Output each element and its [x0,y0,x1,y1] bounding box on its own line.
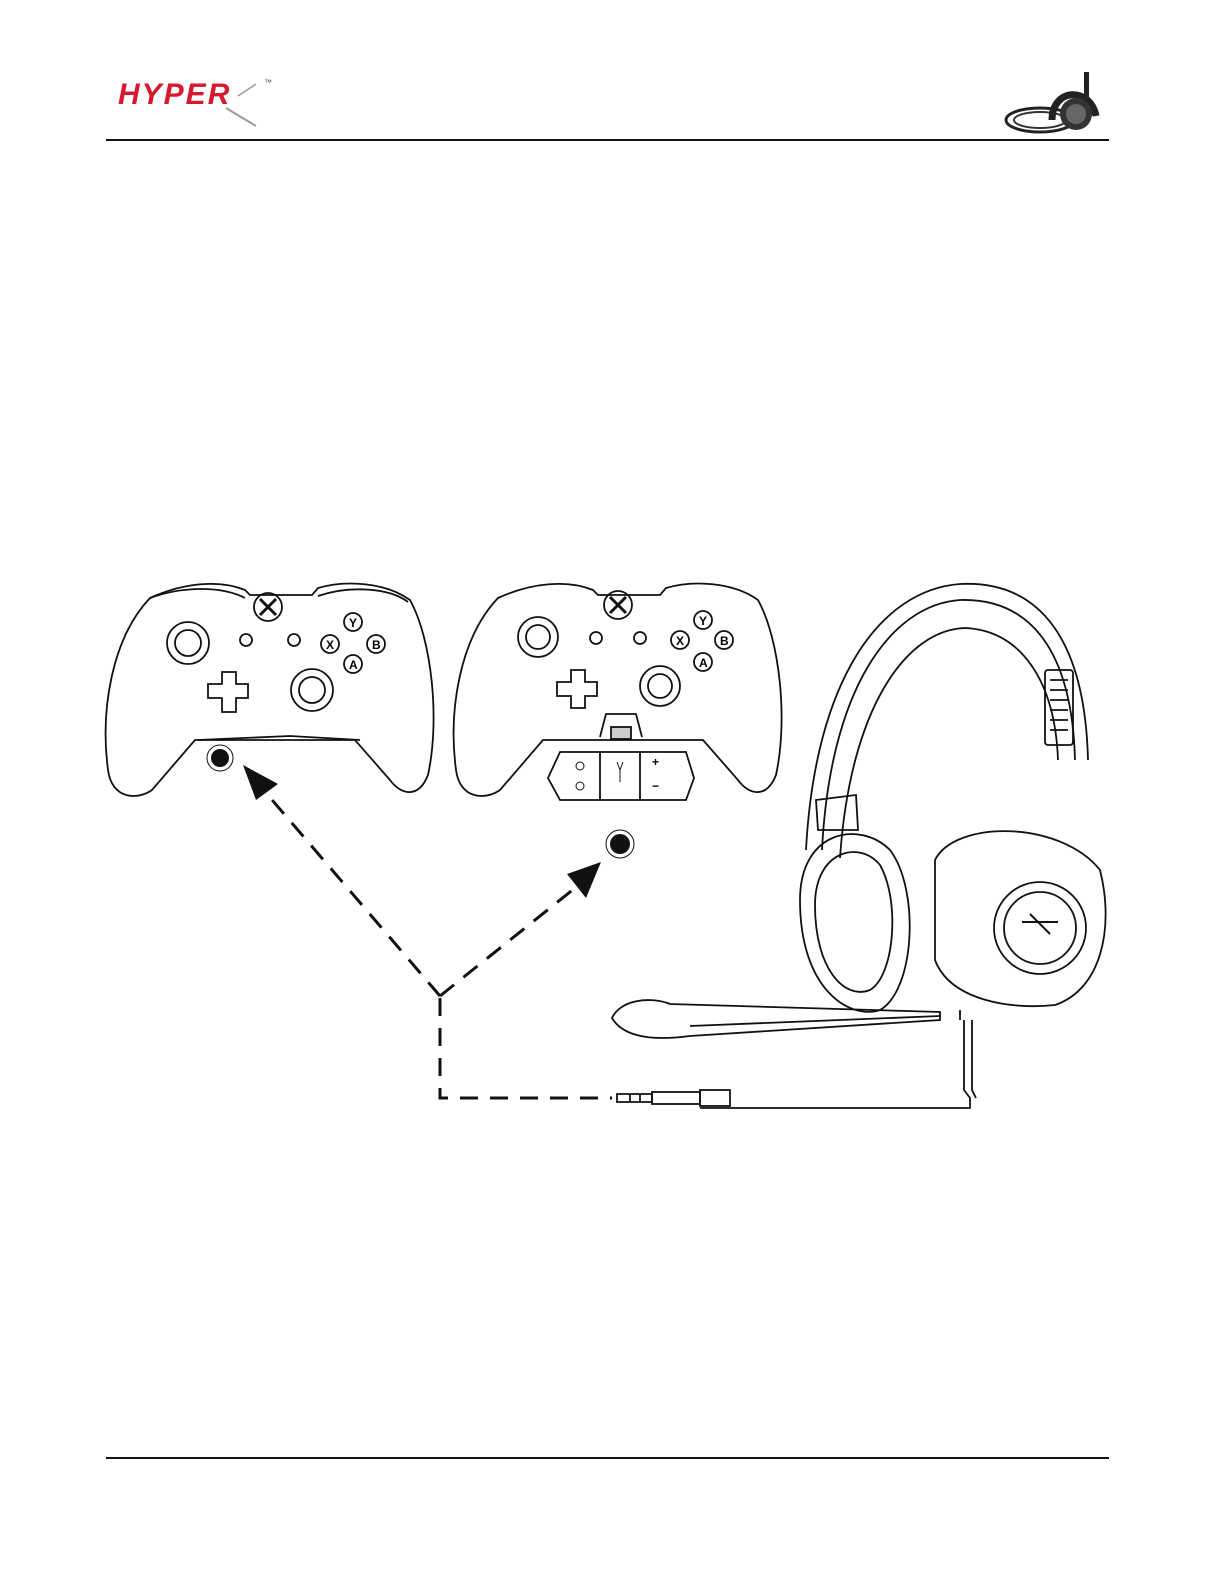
adapter-game-icon [576,782,584,790]
adapter-mic-mute-icon [617,762,623,782]
logo-wordmark: HYPER [118,78,231,112]
button-b-label: B [372,638,381,652]
button-y-label: Y [699,614,707,628]
arrow-to-left-controller [255,780,440,996]
adapter-volume-up-label: + [652,755,659,769]
connection-arrows [255,780,612,1098]
headset-jack-port [211,749,229,767]
cable-dashed-line [440,998,612,1098]
arrow-to-adapter [440,880,585,996]
button-a-label: A [349,658,358,672]
page-header: HYPER ™ [0,0,1224,150]
footer-divider [106,1457,1109,1459]
controller-right [454,584,782,858]
adapter-headset-jack-port [610,834,630,854]
button-x-label: X [326,638,334,652]
button-x-label: X [676,634,684,648]
headset-thumbnail-image [1000,68,1112,138]
arrowhead-left [243,765,278,800]
adapter-volume-down-label: − [652,779,659,793]
logo-trademark: ™ [264,78,272,87]
hyperx-logo: HYPER ™ [118,78,278,130]
button-y-label: Y [349,616,357,630]
arrowhead-right [567,862,601,898]
adapter-chat-icon [576,762,584,770]
controller-right-buttons: Y X B A + − [576,614,729,854]
headset-illustration [612,584,1106,1108]
xbox-connection-diagram: Y X B A Y X B A + − [0,540,1224,1140]
controller-left-buttons: Y X B A [211,616,381,767]
header-divider [106,139,1109,141]
controller-left [106,584,434,796]
button-b-label: B [720,634,729,648]
button-a-label: A [699,656,708,670]
